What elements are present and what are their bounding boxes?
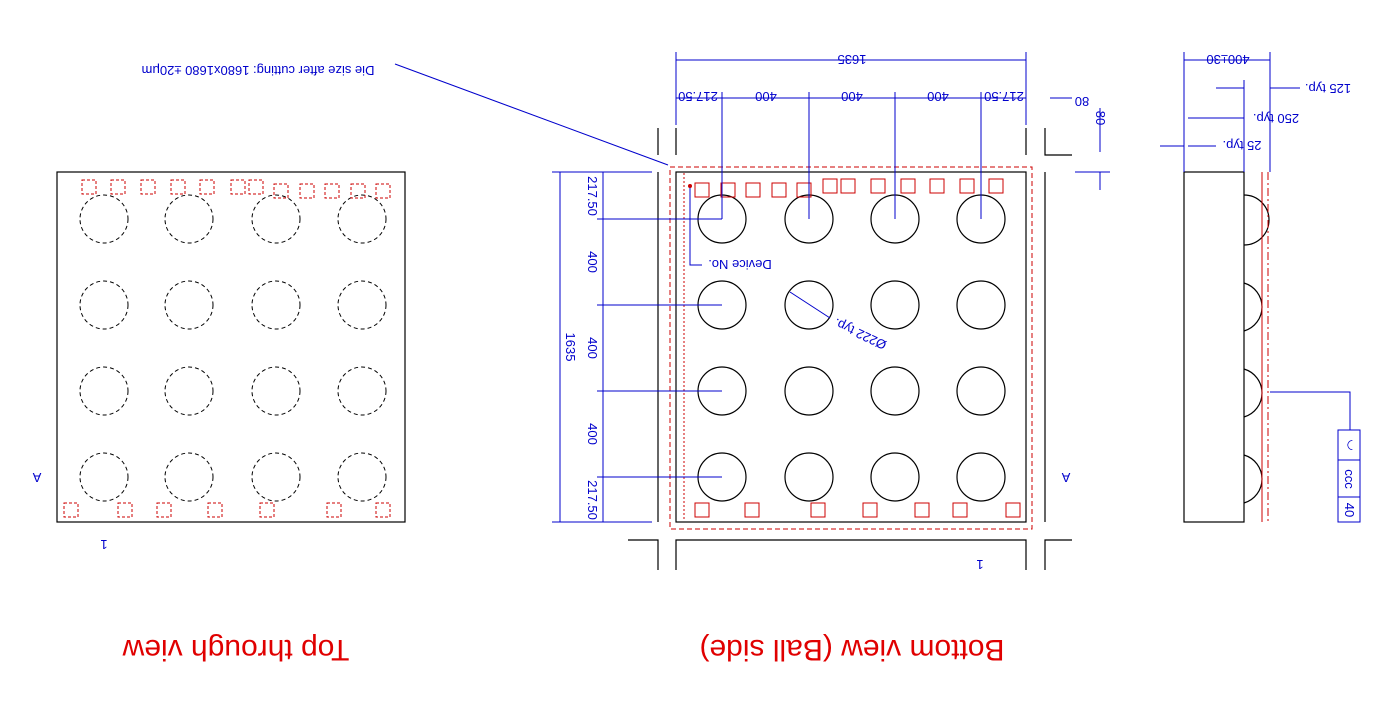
pin1-mark-top: 1 <box>100 537 107 552</box>
ball-outline <box>251 452 301 502</box>
view-title-top: Top through view <box>122 633 349 666</box>
corner-dim-v: 80 <box>1093 111 1108 125</box>
overall-width: 1635 <box>838 52 867 67</box>
ball <box>784 366 834 416</box>
package-outline <box>675 171 1027 523</box>
device-no-leader <box>689 186 702 266</box>
ball-outline <box>79 452 129 502</box>
ball-outline <box>337 194 387 244</box>
pitch-top-3: 400 <box>841 89 863 104</box>
ball <box>956 452 1006 502</box>
ball-outline <box>337 280 387 330</box>
pitch-left-3: 400 <box>585 337 600 359</box>
ball-outline <box>251 194 301 244</box>
dashed-die-outline <box>669 166 1033 530</box>
side-250: 250 typ. <box>1253 111 1299 126</box>
die-size-note: Die size after cutting: 1680x1680 ±20μm <box>142 63 375 78</box>
side-125: 125 typ. <box>1305 81 1351 96</box>
pitch-left-2: 400 <box>585 251 600 273</box>
ball-outline <box>164 366 214 416</box>
ball-dia-leader <box>789 291 831 319</box>
ball <box>784 452 834 502</box>
top-view-outline <box>56 171 406 523</box>
device-no-label: Device No. <box>708 257 772 272</box>
overall-height: 1635 <box>563 333 578 362</box>
side-view <box>1160 52 1361 523</box>
top-dimensions <box>675 52 1110 219</box>
fcf-frame <box>1337 429 1361 523</box>
bottom-view-balls <box>697 194 1006 502</box>
ball-outline <box>251 366 301 416</box>
fcf-value: 40 <box>1342 503 1357 517</box>
labels: Die size after cutting: 1680x1680 ±20μm … <box>32 52 1361 666</box>
left-dimensions <box>552 171 722 523</box>
ball-outline <box>337 452 387 502</box>
ball <box>784 280 834 330</box>
pitch-top-5: 217.50 <box>984 89 1024 104</box>
section-mark-bottom: A <box>1061 470 1070 485</box>
ball-outline <box>79 194 129 244</box>
fcf-symbol: ◡ <box>1346 439 1361 450</box>
ball <box>870 366 920 416</box>
ball <box>956 366 1006 416</box>
pin1-mark-bottom: 1 <box>976 557 983 572</box>
pitch-left-1: 217.50 <box>585 176 600 216</box>
ball-outline <box>164 194 214 244</box>
ball <box>870 452 920 502</box>
ball-dia-label: Ø222 typ. <box>831 315 888 352</box>
fcf-ccc: ccc <box>1342 469 1357 489</box>
section-mark-top: A <box>32 470 41 485</box>
bottom-view-pads <box>694 178 1021 518</box>
ball-outline <box>79 280 129 330</box>
side-dimensions <box>1160 52 1351 430</box>
top-view-pads <box>63 179 391 518</box>
corner-dim-h: 80 <box>1075 94 1089 109</box>
view-title-bottom: Bottom view (Ball side) <box>699 633 1004 666</box>
bottom-view <box>394 52 1110 570</box>
pitch-left-5: 217.50 <box>585 480 600 520</box>
pitch-top-1: 217.50 <box>678 89 718 104</box>
ball-outline <box>79 366 129 416</box>
side-body <box>1183 171 1245 523</box>
ball-outline <box>164 280 214 330</box>
ball <box>870 280 920 330</box>
pitch-top-2: 400 <box>755 89 777 104</box>
side-total: 400±30 <box>1206 52 1249 67</box>
pitch-left-4: 400 <box>585 423 600 445</box>
top-view-balls <box>79 194 387 502</box>
pitch-top-4: 400 <box>927 89 949 104</box>
ball-outline <box>164 452 214 502</box>
side-25: 25 typ. <box>1222 138 1261 153</box>
ball-outline <box>337 366 387 416</box>
top-through-view <box>56 171 406 523</box>
ball-outline <box>251 280 301 330</box>
die-size-leader <box>394 63 669 166</box>
ball <box>956 280 1006 330</box>
